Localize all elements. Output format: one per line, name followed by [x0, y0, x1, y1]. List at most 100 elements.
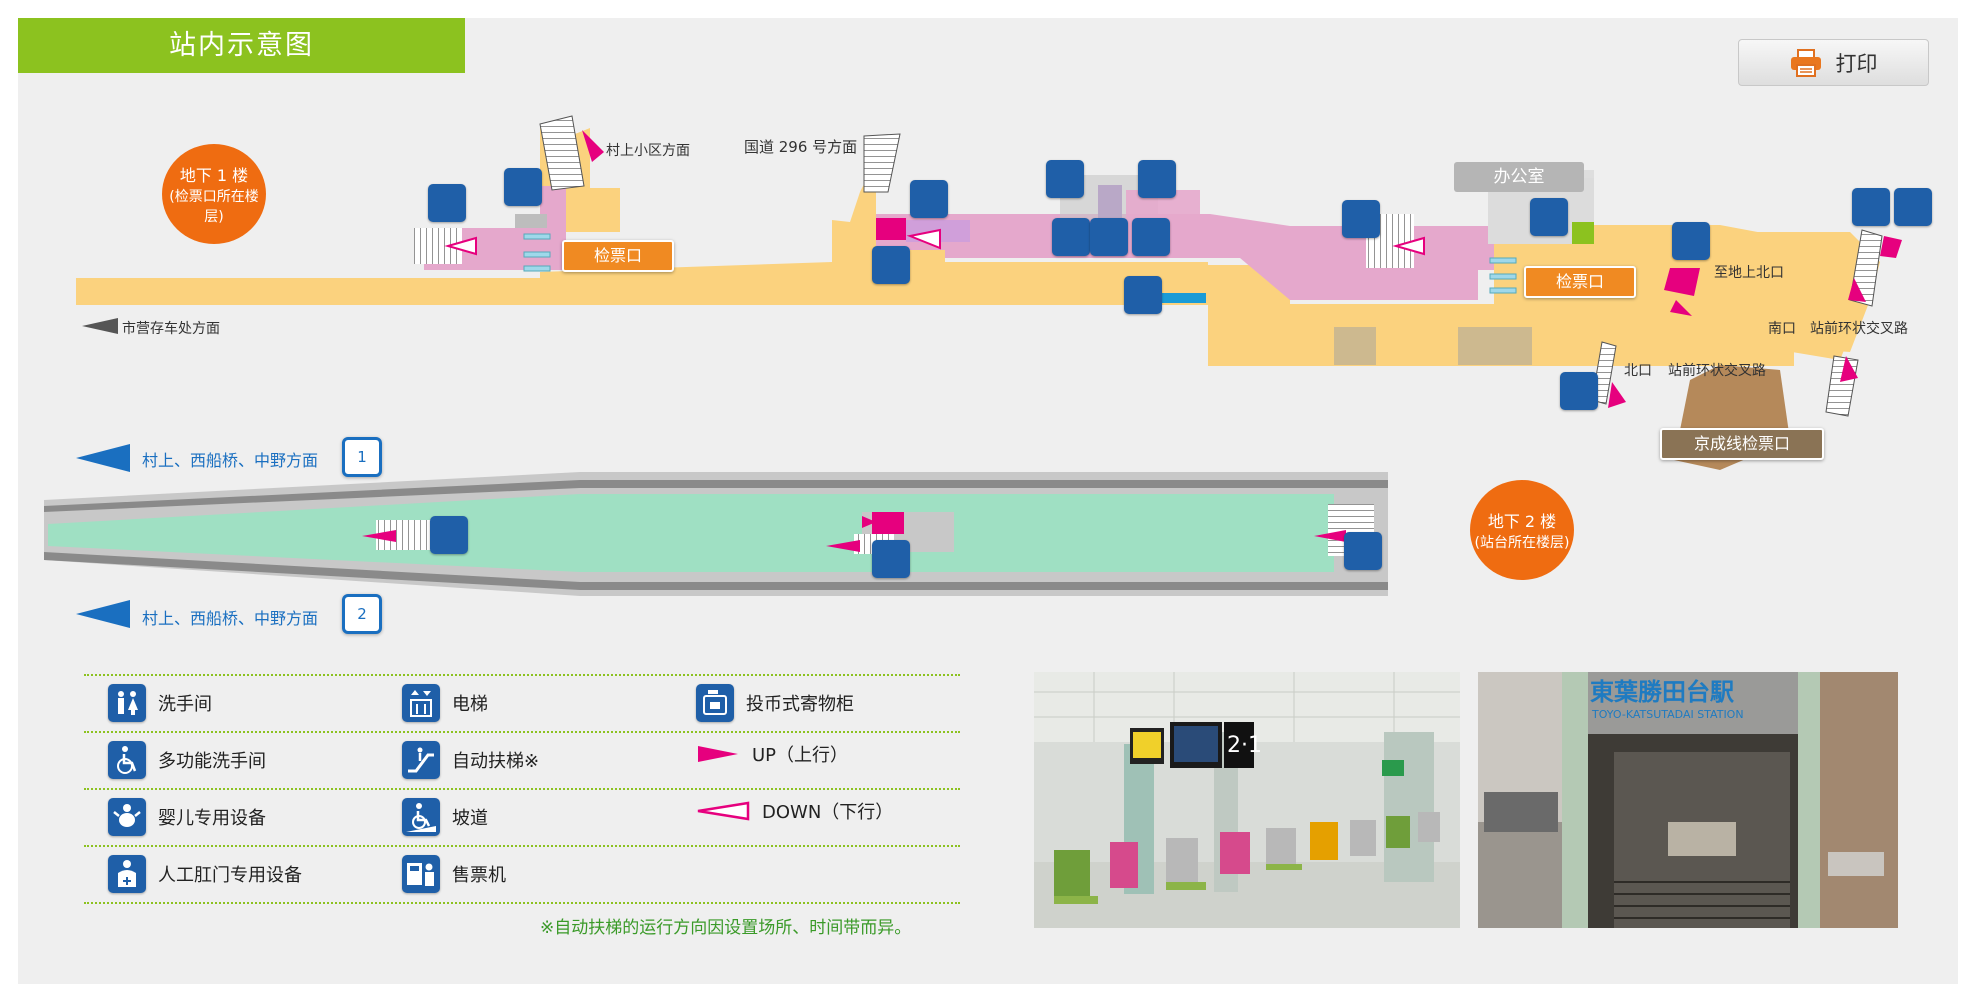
station-sign-roman: TOYO-KATSUTADAI STATION — [1591, 708, 1744, 721]
legend-toilet-label: 洗手间 — [158, 694, 212, 715]
platform-floor — [48, 494, 1334, 572]
escalator-note: ※自动扶梯的运行方向因设置场所、时间带而异。 — [540, 918, 912, 938]
elevator-icon — [872, 246, 910, 284]
floor-b1-sub: (检票口所在楼层) — [169, 189, 259, 225]
accessible-toilet-icon — [1052, 218, 1090, 256]
ticket-machine-icon — [402, 855, 440, 893]
ramp-icon — [910, 180, 948, 218]
legend-ticket-machine: 售票机 — [402, 855, 506, 893]
platform2-badge: 2 — [342, 594, 382, 634]
elevator-icon — [1894, 188, 1932, 226]
floor-b2-sub: (站台所在楼层) — [1474, 535, 1570, 551]
gate-machines — [1054, 812, 1440, 904]
entrance-illustration: 東葉勝田台駅 TOYO-KATSUTADAI STATION — [1478, 672, 1898, 928]
escalator-icon — [1560, 372, 1598, 410]
legend-toilet: 洗手间 — [108, 684, 212, 722]
printer-icon — [1790, 48, 1821, 77]
legend-ticket-machine-label: 售票机 — [452, 865, 506, 886]
legend-ramp-label: 坡道 — [452, 808, 488, 829]
label-depot: 市营存车处方面 — [122, 321, 220, 337]
platform1-arrow — [76, 444, 130, 472]
ticket-gates-illustration: 2·1 — [1034, 672, 1460, 928]
platform1-direction: 村上、西船桥、中野方面 — [142, 451, 319, 470]
locker-icon — [1124, 276, 1162, 314]
photo-ticket-gates: 2·1 — [1034, 672, 1460, 928]
station-sign-name: 東葉勝田台駅 — [1590, 678, 1734, 706]
b1-arrows — [82, 130, 1866, 408]
depot-arrow — [82, 318, 118, 334]
down-arrow-icon — [697, 801, 750, 821]
escalator-icon — [428, 184, 466, 222]
keisei-gate-label: 京成线检票口 — [1660, 428, 1824, 460]
print-label: 打印 — [1835, 51, 1878, 76]
legend-top-line — [84, 674, 960, 676]
legend-baby: 婴儿专用设备 — [108, 798, 266, 836]
ramp-icon — [402, 798, 440, 836]
legend-down: DOWN（下行） — [696, 798, 893, 824]
baby-icon — [108, 798, 146, 836]
office-label: 办公室 — [1454, 162, 1584, 192]
legend-row-3: 婴儿专用设备 坡道 DOWN（下行） — [84, 788, 960, 847]
ticket-gates-east — [1489, 257, 1517, 294]
board-number: 2·1 — [1227, 733, 1262, 758]
ticket-machine-icon — [504, 168, 542, 206]
platform2-direction: 村上、西船桥、中野方面 — [142, 609, 319, 628]
legend-row-2: 多功能洗手间 自动扶梯※ UP（上行） — [84, 731, 960, 790]
legend-ramp: 坡道 — [402, 798, 488, 836]
label-murakami-district: 村上小区方面 — [606, 143, 690, 159]
legend-accessible-toilet: 多功能洗手间 — [108, 741, 266, 779]
legend-escalator-label: 自动扶梯※ — [452, 751, 540, 772]
escalator-icon — [1344, 532, 1382, 570]
legend-ostomate: 人工肛门专用设备 — [108, 855, 302, 893]
print-button[interactable]: 打印 — [1738, 39, 1929, 86]
floor-badge-b2: 地下 2 楼 (站台所在楼层) — [1470, 480, 1574, 580]
ticket-machine-icon — [1530, 198, 1568, 236]
legend-elevator-label: 电梯 — [452, 694, 488, 715]
baby-icon — [1090, 218, 1128, 256]
elevator-icon — [872, 540, 910, 578]
gate-west-label: 检票口 — [562, 240, 674, 272]
legend-row-4: 人工肛门专用设备 售票机 — [84, 845, 960, 904]
legend-baby-label: 婴儿专用设备 — [158, 808, 266, 829]
floor-badge-b1: 地下 1 楼 (检票口所在楼层) — [162, 144, 266, 244]
escalator-icon — [1852, 188, 1890, 226]
legend-elevator: 电梯 — [402, 684, 488, 722]
label-south-exit: 南口 — [1768, 321, 1796, 337]
toilet-icon — [108, 684, 146, 722]
photo-station-entrance: 東葉勝田台駅 TOYO-KATSUTADAI STATION — [1478, 672, 1898, 928]
mens-toilet-icon — [1046, 160, 1084, 198]
ostomate-icon — [108, 855, 146, 893]
elevator-icon — [402, 684, 440, 722]
page-title: 站内示意图 — [18, 18, 465, 73]
floor-b2-name: 地下 2 楼 — [1487, 512, 1557, 531]
legend-down-label: DOWN（下行） — [762, 802, 894, 823]
label-north-exit-ground: 至地上北口 — [1714, 265, 1784, 281]
label-rotary-south: 站前环状交叉路 — [1810, 321, 1908, 337]
ticket-gates-west — [523, 233, 551, 272]
legend-locker-label: 投币式寄物柜 — [746, 694, 854, 715]
platform2-arrow — [76, 600, 130, 628]
legend-accessible-toilet-label: 多功能洗手间 — [158, 751, 266, 772]
legend-escalator: 自动扶梯※ — [402, 741, 539, 779]
label-route296: 国道 296 号方面 — [744, 138, 858, 156]
legend-ostomate-label: 人工肛门专用设备 — [158, 865, 302, 886]
legend-up-label: UP（上行） — [752, 745, 849, 766]
womens-toilet-icon — [1138, 160, 1176, 198]
escalator-icon — [402, 741, 440, 779]
ostomate-icon — [1132, 218, 1170, 256]
label-rotary-north: 站前环状交叉路 — [1668, 363, 1766, 379]
escalator-icon — [1342, 200, 1380, 238]
label-north-exit: 北口 — [1624, 363, 1652, 379]
accessible-toilet-icon — [108, 741, 146, 779]
locker-icon — [696, 684, 734, 722]
floor-b1-name: 地下 1 楼 — [179, 166, 249, 185]
legend-up: UP（上行） — [696, 741, 848, 767]
b2-platform — [44, 444, 1388, 628]
legend-row-1: 洗手间 电梯 投币式寄物柜 — [84, 674, 960, 733]
escalator-icon — [430, 516, 468, 554]
gate-east-label: 检票口 — [1524, 266, 1636, 298]
platform1-badge: 1 — [342, 437, 382, 477]
legend-locker: 投币式寄物柜 — [696, 684, 854, 722]
up-arrow-icon — [698, 746, 738, 762]
elevator-icon — [1672, 222, 1710, 260]
